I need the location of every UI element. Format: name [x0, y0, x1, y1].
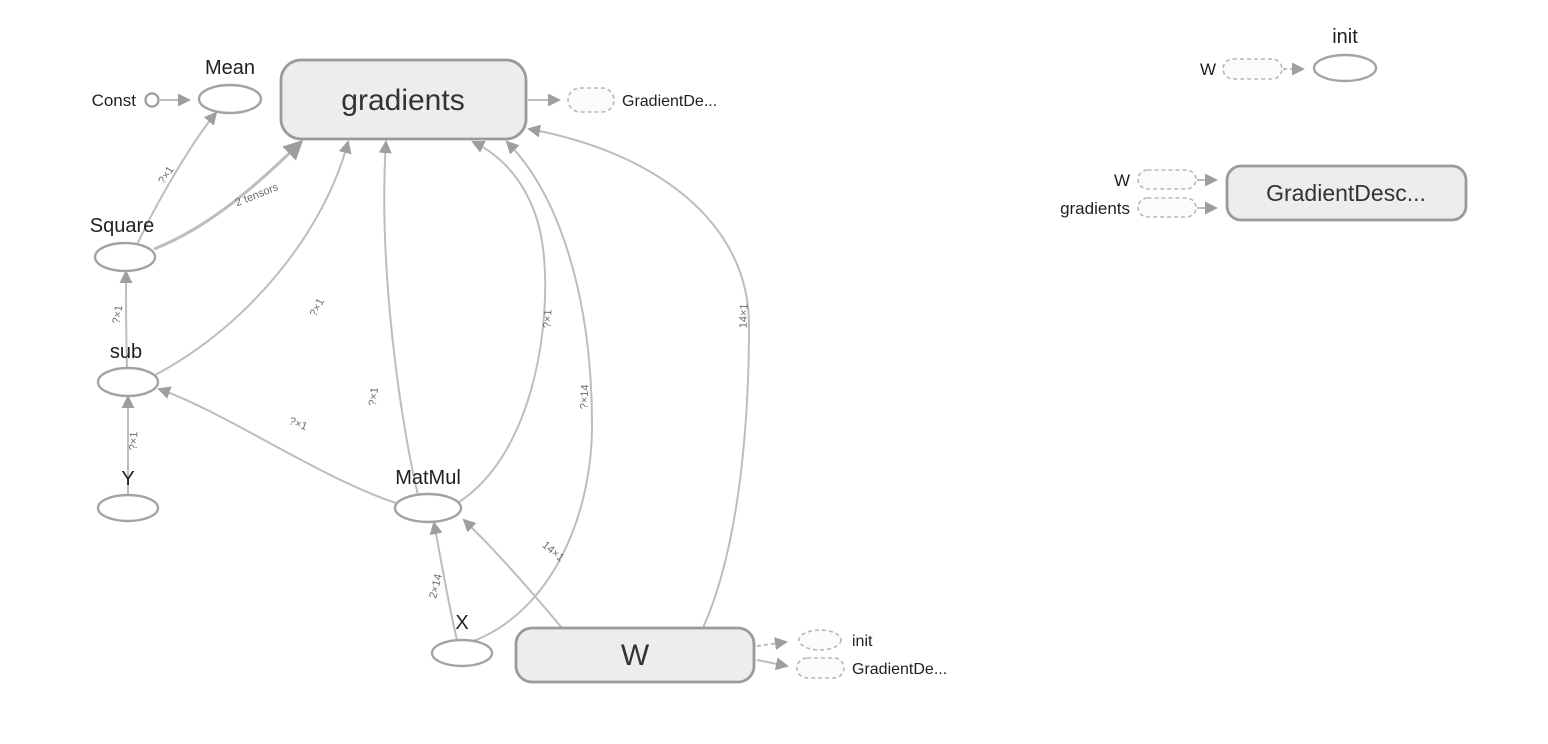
node-y[interactable]: Y — [96, 468, 160, 523]
node-sub-shape[interactable] — [96, 366, 160, 398]
node-sub-label: sub — [110, 341, 142, 363]
annotation-gradients-gd[interactable]: GradientDe... — [567, 87, 717, 113]
node-gradients-label: gradients — [341, 84, 464, 117]
node-w-shape[interactable] — [514, 626, 756, 684]
node-x-shape[interactable] — [430, 638, 494, 668]
edge-square-to-mean — [136, 111, 218, 246]
aux-gd-input-w-label: W — [1114, 171, 1130, 190]
node-w-label: W — [621, 639, 650, 672]
node-x[interactable]: X — [430, 612, 494, 668]
edge-label: ?×1 — [128, 431, 141, 450]
edge-label: ?×1 — [367, 387, 381, 407]
edge-w-to-gradients — [527, 124, 751, 629]
node-const-label: Const — [92, 91, 137, 110]
edge-label: ?×14 — [579, 384, 592, 409]
node-const-shape[interactable] — [144, 92, 160, 108]
edge-w-to-matmul — [462, 518, 563, 629]
annotation-w-init-label: init — [852, 633, 873, 650]
node-const[interactable]: Const — [92, 91, 160, 110]
aux-init-input-label: W — [1200, 60, 1216, 79]
edge-matmul-to-gradients-2 — [458, 140, 547, 503]
edge-x-to-gradients — [470, 140, 594, 643]
node-matmul-label: MatMul — [395, 467, 461, 489]
aux-graph-init: init W — [1200, 26, 1378, 83]
edge-matmul-to-sub — [157, 386, 397, 504]
edge-x-to-matmul — [429, 521, 458, 641]
edge-square-to-gradients — [153, 139, 304, 251]
annotation-w-init-shape[interactable] — [798, 629, 842, 651]
node-square-label: Square — [90, 215, 155, 237]
node-mean[interactable]: Mean — [197, 57, 263, 115]
node-matmul-shape[interactable] — [393, 492, 463, 524]
aux-graph-gradient-descent: GradientDesc... W gradients — [1060, 164, 1468, 222]
node-mean-shape[interactable] — [197, 83, 263, 115]
node-sub[interactable]: sub — [96, 341, 160, 398]
aux-gd-input-gradients-label: gradients — [1060, 199, 1130, 218]
annotation-w-init[interactable]: init — [798, 629, 873, 651]
node-x-label: X — [455, 612, 468, 634]
edge-w-to-gd-annotation — [756, 657, 789, 671]
annotation-w-gd-shape[interactable] — [796, 657, 845, 679]
edge-matmul-to-gradients-1 — [378, 140, 419, 496]
aux-init-node-shape[interactable] — [1312, 53, 1378, 83]
edge-label: ?×1 — [542, 309, 555, 328]
aux-init-input-shape[interactable] — [1222, 58, 1283, 80]
edge-label: 2×14 — [427, 573, 445, 600]
aux-gd-input-gradients-shape[interactable] — [1137, 197, 1197, 218]
node-mean-label: Mean — [205, 57, 255, 79]
aux-init-title: init — [1332, 26, 1358, 48]
edges-group: ?×1 2 tensors ?×1 ?×1 ?×1 ?×1 ?×1 ?×1 ?×… — [111, 93, 789, 671]
node-square-shape[interactable] — [93, 241, 157, 273]
node-y-shape[interactable] — [96, 493, 160, 523]
annotation-w-gd-label: GradientDe... — [852, 661, 947, 678]
aux-gd-title: GradientDesc... — [1266, 180, 1426, 206]
edge-w-to-init-annotation — [756, 637, 788, 650]
aux-gd-node-shape[interactable] — [1225, 164, 1468, 222]
edge-label: ?×1 — [111, 304, 126, 324]
edge-sub-to-square — [119, 270, 133, 369]
edge-sub-to-gradients — [154, 140, 352, 376]
node-y-label: Y — [121, 468, 134, 490]
edge-label: 14×1 — [738, 303, 751, 328]
node-w[interactable]: W — [514, 626, 756, 684]
annotation-gradients-gd-shape[interactable] — [567, 87, 615, 113]
aux-gd-input-w-shape[interactable] — [1137, 169, 1197, 190]
node-gradients-shape[interactable] — [279, 58, 528, 141]
node-matmul[interactable]: MatMul — [393, 467, 463, 524]
annotation-w-gd[interactable]: GradientDe... — [796, 657, 947, 679]
node-square[interactable]: Square — [90, 215, 157, 273]
annotation-gradients-gd-label: GradientDe... — [622, 93, 717, 110]
node-gradients[interactable]: gradients — [279, 58, 528, 141]
